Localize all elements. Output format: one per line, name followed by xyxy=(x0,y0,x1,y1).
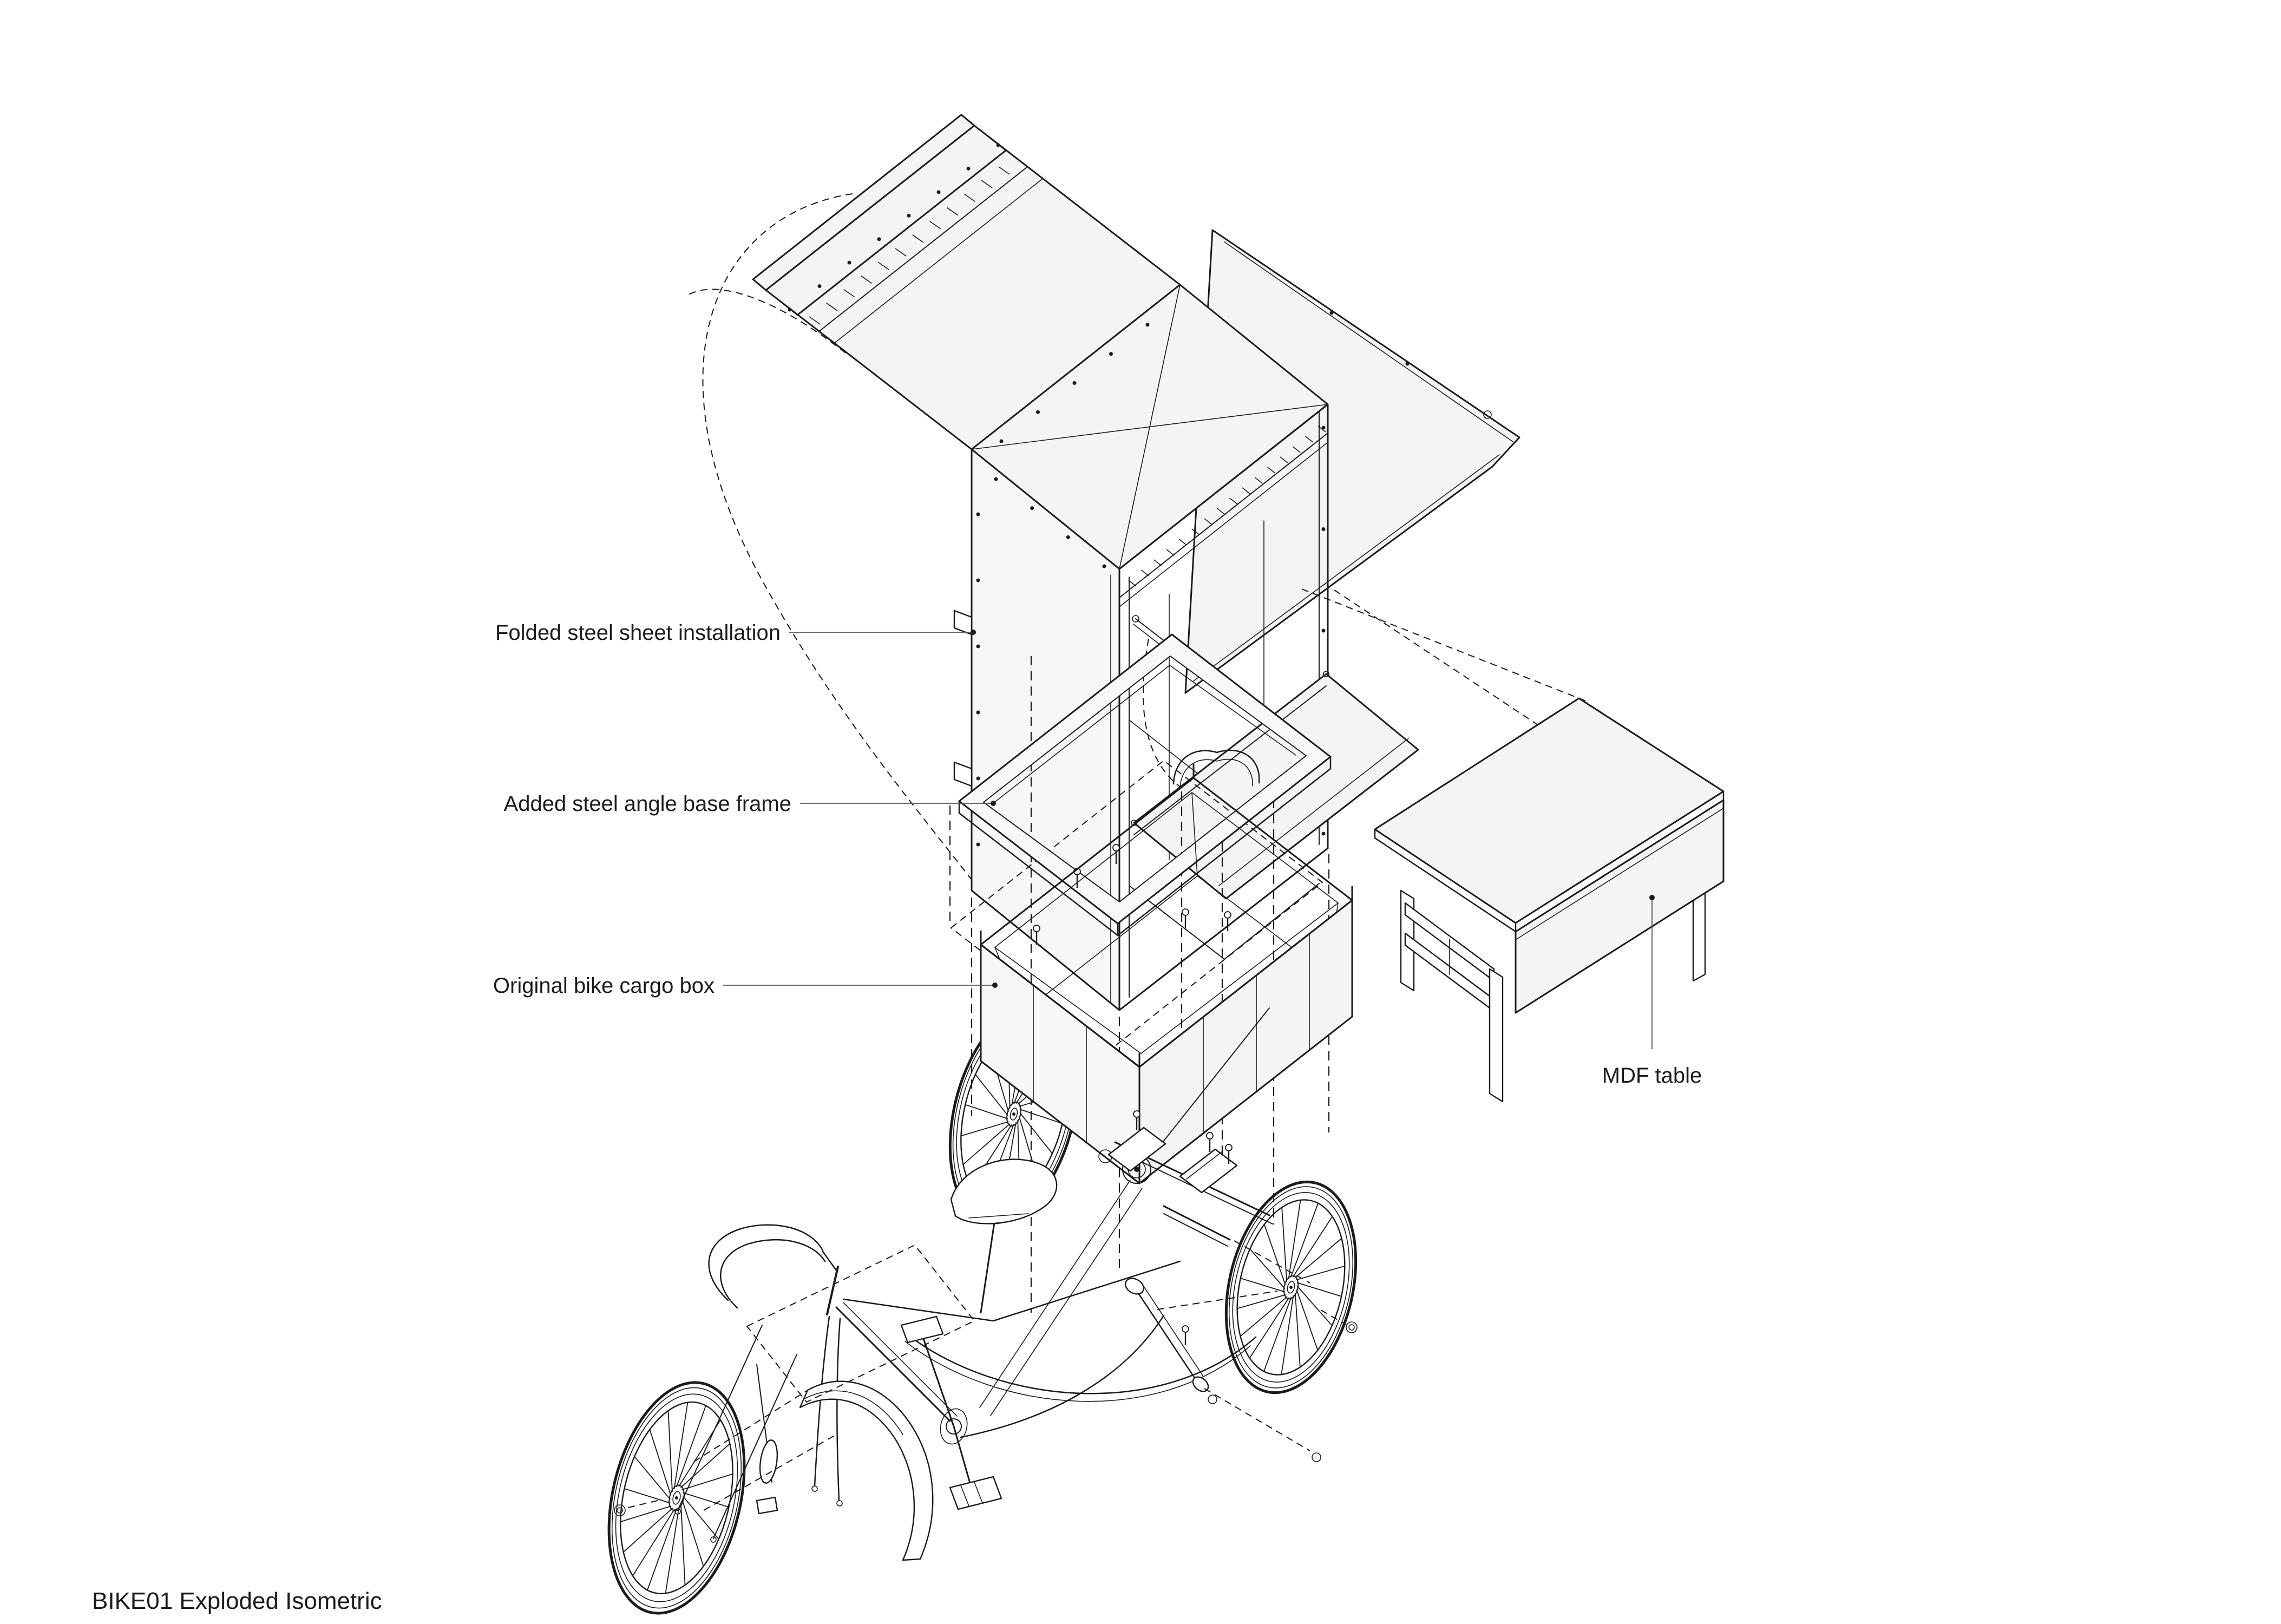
drawing-caption: BIKE01 Exploded Isometric xyxy=(92,1588,382,1614)
tray-screw-dots xyxy=(788,143,1000,312)
label-folded-steel: Folded steel sheet installation xyxy=(495,621,976,645)
wheel-rear-right xyxy=(1224,1180,1358,1394)
label-folded-steel-text: Folded steel sheet installation xyxy=(495,621,781,645)
leader-dot xyxy=(1649,895,1655,900)
mdf-table xyxy=(1374,697,1725,1103)
label-cargo-box-text: Original bike cargo box xyxy=(493,974,715,998)
annotation-layer: Folded steel sheet installation Added st… xyxy=(92,621,1702,1614)
steel-cabinet xyxy=(953,284,1329,1011)
label-mdf-table-text: MDF table xyxy=(1602,1064,1702,1088)
label-mdf-table: MDF table xyxy=(1602,895,1702,1088)
label-base-frame: Added steel angle base frame xyxy=(504,792,996,816)
fold-path-dashed-arc xyxy=(685,193,972,880)
leader-dot xyxy=(991,801,996,806)
wheel-front xyxy=(607,1381,746,1615)
loose-screws xyxy=(1033,844,1231,945)
tray-hinge-ticks xyxy=(809,166,1010,325)
leader-dot xyxy=(992,983,998,988)
leader-dot xyxy=(971,630,976,635)
roof-flap-panel xyxy=(752,114,1181,450)
cargo-box xyxy=(980,749,1353,1184)
cargo-bike xyxy=(614,1110,1358,1561)
label-base-frame-text: Added steel angle base frame xyxy=(504,792,791,816)
label-cargo-box: Original bike cargo box xyxy=(493,974,998,998)
side-wing-panel xyxy=(1184,229,1520,694)
